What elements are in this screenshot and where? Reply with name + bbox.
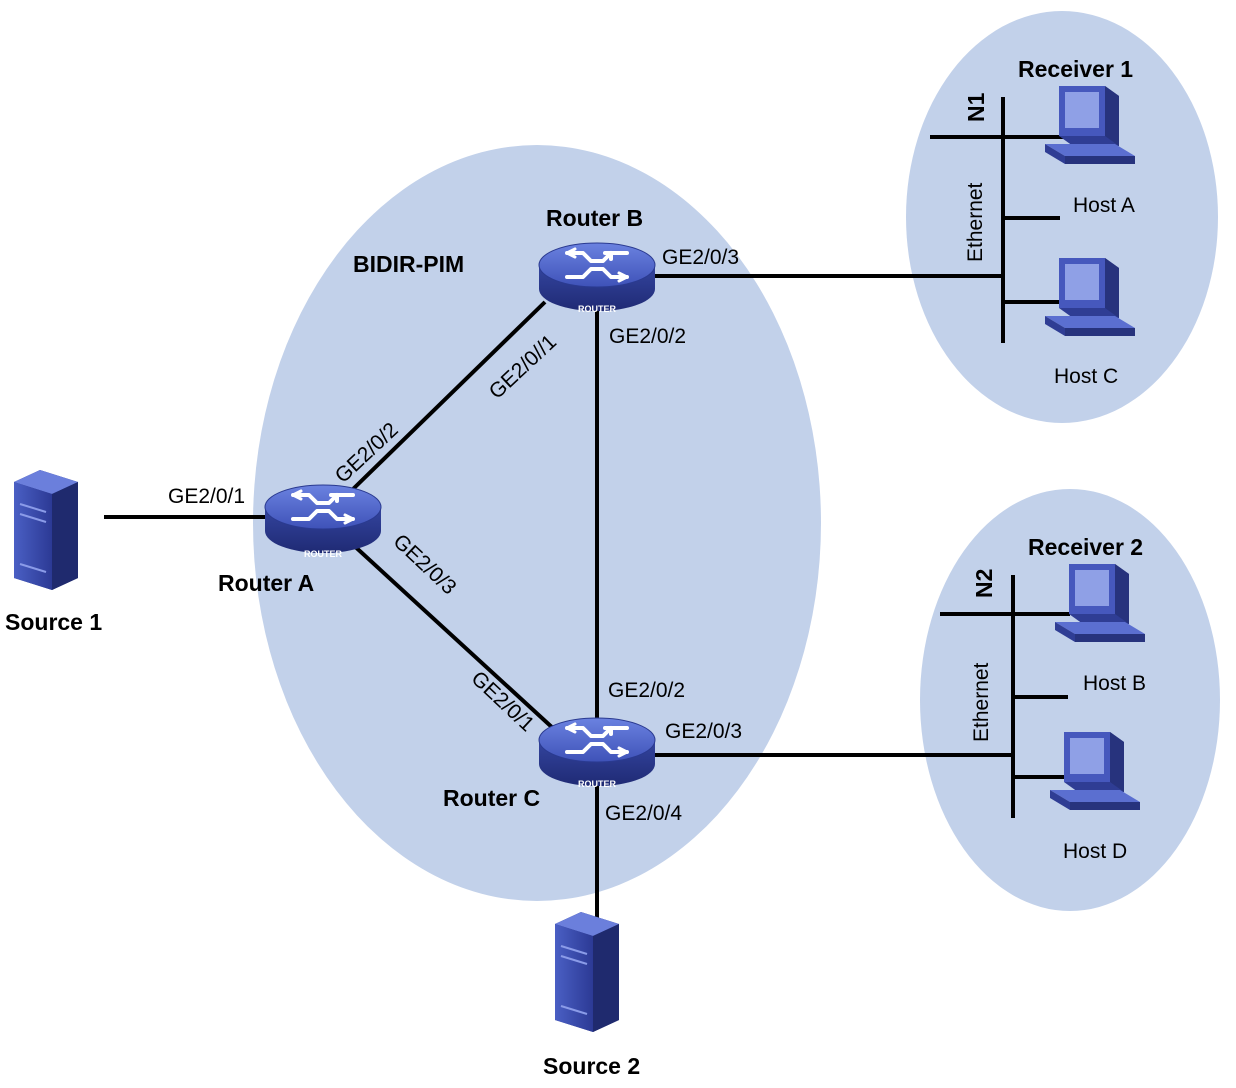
receiver1-label: Receiver 1 [1018, 56, 1133, 82]
router-b[interactable]: ROUTER [537, 241, 657, 314]
source2-label: Source 2 [543, 1053, 640, 1079]
ethernet-bus-n2 [940, 575, 1070, 818]
router-c-ge2-label: GE2/0/2 [608, 679, 685, 702]
link-routera-routerc [348, 540, 557, 732]
source1-label: Source 1 [5, 609, 102, 635]
router-c-ge4-label: GE2/0/4 [605, 802, 682, 825]
ethernet-bus-n1 [930, 97, 1066, 343]
router-a-badge: ROUTER [304, 549, 343, 559]
ethernet1-label: Ethernet [964, 182, 987, 262]
router-b-ge3-label: GE2/0/3 [662, 246, 739, 269]
router-c[interactable]: ROUTER [537, 716, 657, 789]
host-c-label: Host C [1054, 365, 1118, 388]
router-a[interactable]: ROUTER [263, 483, 383, 559]
host-d-label: Host D [1063, 840, 1127, 863]
bidir-pim-label: BIDIR-PIM [353, 251, 464, 277]
router-a-ge1-label: GE2/0/1 [168, 485, 245, 508]
router-b-badge: ROUTER [578, 304, 617, 314]
router-c-ge3-label: GE2/0/3 [665, 720, 742, 743]
router-a-label: Router A [218, 570, 314, 596]
source2-server-icon[interactable] [554, 911, 620, 1033]
router-b-ge2-label: GE2/0/2 [609, 325, 686, 348]
router-b-label: Router B [546, 205, 643, 231]
receiver1-domain [906, 11, 1218, 423]
receiver2-domain [920, 489, 1220, 911]
link-routera-routerb [348, 300, 547, 494]
n1-label: N1 [963, 92, 989, 122]
bidir-pim-domain [253, 145, 821, 901]
host-a-label: Host A [1073, 194, 1135, 217]
ethernet2-label: Ethernet [970, 662, 993, 742]
router-c-label: Router C [443, 785, 540, 811]
host-b-label: Host B [1083, 672, 1146, 695]
source1-server-icon[interactable] [13, 469, 79, 591]
receiver2-label: Receiver 2 [1028, 534, 1143, 560]
n2-label: N2 [971, 569, 997, 598]
router-c-badge: ROUTER [578, 779, 617, 789]
